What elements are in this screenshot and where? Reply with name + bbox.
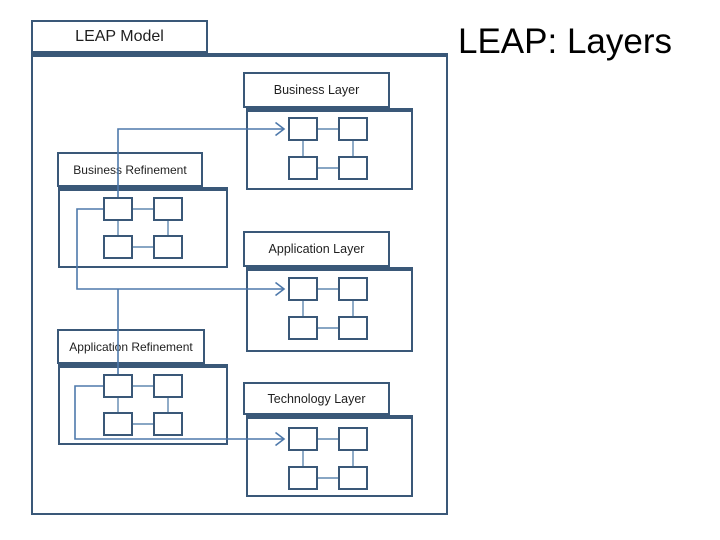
technology-layer-node bbox=[338, 466, 368, 490]
application-refinement-tab: Application Refinement bbox=[57, 329, 205, 364]
leap-model-label: LEAP Model bbox=[75, 27, 164, 45]
technology-layer-node bbox=[288, 427, 318, 451]
business-layer-node bbox=[338, 117, 368, 141]
technology-layer-label: Technology Layer bbox=[267, 391, 366, 406]
leap-model-folder-tab: LEAP Model bbox=[31, 20, 208, 53]
business-layer-label: Business Layer bbox=[273, 83, 360, 97]
application-refinement-label: Application Refinement bbox=[69, 339, 193, 354]
slide-title: LEAP: Layers bbox=[458, 22, 672, 61]
business-refinement-node bbox=[153, 235, 183, 259]
application-layer-body bbox=[246, 267, 413, 352]
application-layer-tab: Application Layer bbox=[243, 231, 390, 267]
application-refinement-node bbox=[103, 412, 133, 436]
application-refinement-body bbox=[58, 364, 228, 445]
application-refinement-node bbox=[153, 412, 183, 436]
technology-layer-body bbox=[246, 415, 413, 497]
application-refinement-node bbox=[153, 374, 183, 398]
business-layer-node bbox=[338, 156, 368, 180]
business-refinement-label: Business Refinement bbox=[73, 162, 187, 177]
technology-layer-node bbox=[288, 466, 318, 490]
business-refinement-body bbox=[58, 187, 228, 268]
business-refinement-tab: Business Refinement bbox=[57, 152, 203, 187]
application-layer-node bbox=[338, 316, 368, 340]
technology-layer-node bbox=[338, 427, 368, 451]
business-layer-tab: Business Layer bbox=[243, 72, 390, 108]
business-refinement-node bbox=[153, 197, 183, 221]
application-layer-label: Application Layer bbox=[268, 242, 365, 256]
application-layer-node bbox=[288, 316, 318, 340]
business-layer-node bbox=[288, 117, 318, 141]
business-layer-body bbox=[246, 108, 413, 190]
application-refinement-node bbox=[103, 374, 133, 398]
application-layer-node bbox=[288, 277, 318, 301]
technology-layer-tab: Technology Layer bbox=[243, 382, 390, 415]
business-layer-node bbox=[288, 156, 318, 180]
business-refinement-node bbox=[103, 235, 133, 259]
business-refinement-node bbox=[103, 197, 133, 221]
application-layer-node bbox=[338, 277, 368, 301]
